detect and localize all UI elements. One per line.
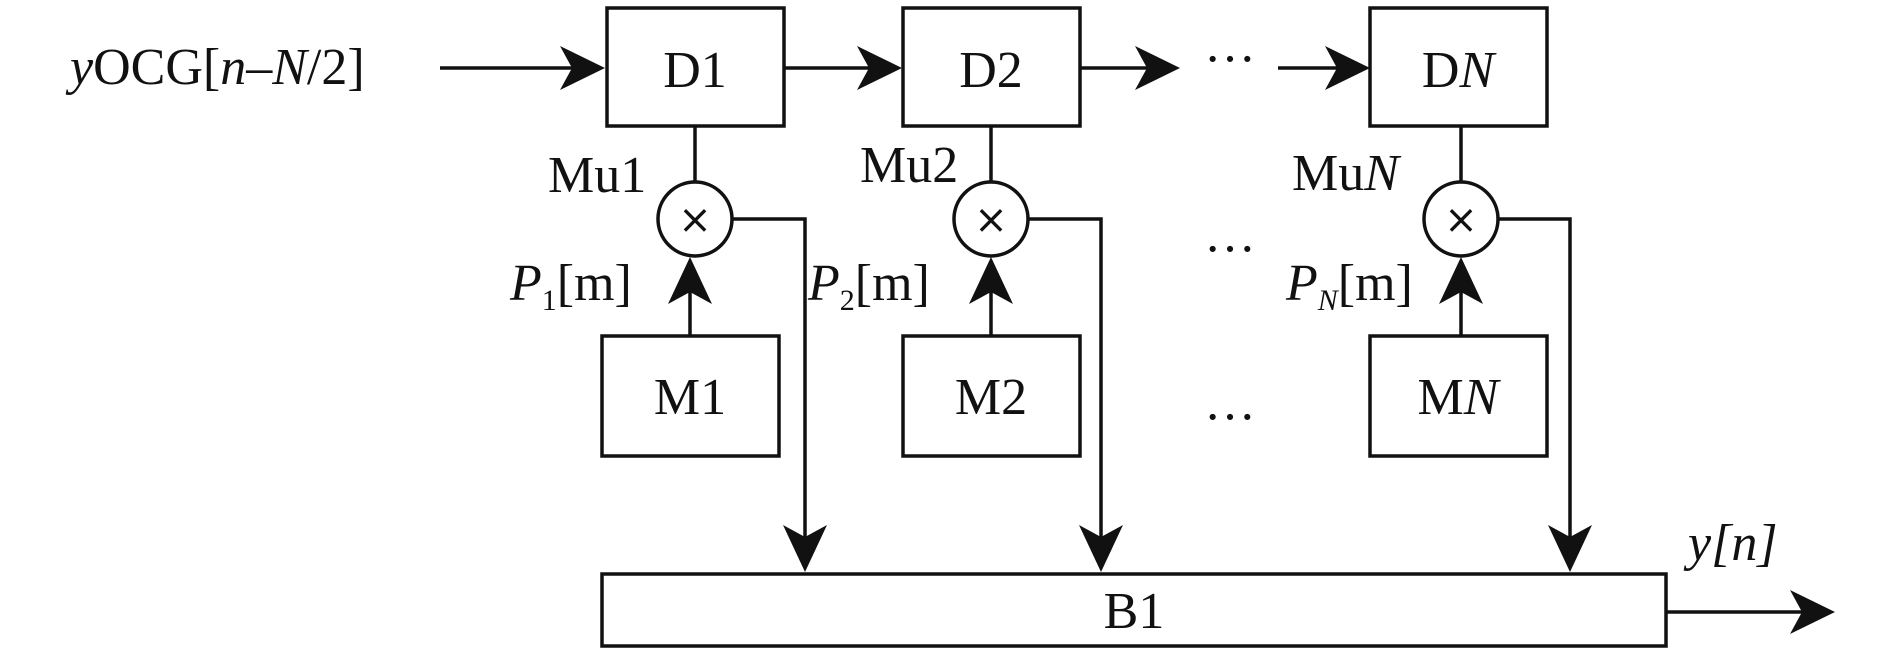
- delay-block-dn: [1368, 6, 1549, 128]
- ellipsis-bottom: ···: [1204, 389, 1256, 446]
- coefficient-label-pn: PN[m]: [1285, 255, 1413, 317]
- arrowhead-d1-d2: [857, 46, 902, 90]
- multiplier-label-mu2: Mu2: [860, 137, 958, 194]
- delay-label-d1: D1: [663, 42, 727, 99]
- multiplier-label-mu1: Mu1: [548, 147, 646, 204]
- delay-label-d2: D2: [959, 42, 1023, 99]
- multiplier-label-mun: MuN: [1292, 145, 1402, 202]
- m2-to-mu2-arrowhead: [969, 257, 1013, 304]
- memory-block-m2: [901, 334, 1082, 458]
- sum-block-label: B1: [1104, 583, 1165, 640]
- memory-block-m1: [600, 334, 781, 458]
- output-arrowhead: [1790, 590, 1835, 634]
- multiply-icon: ×: [974, 197, 1008, 243]
- mu1-to-sum: [732, 217, 807, 545]
- ellipsis-middle: ···: [1204, 221, 1256, 278]
- coefficient-label-p2: P2[m]: [807, 255, 930, 317]
- mu1-to-sum-arrowhead: [783, 525, 827, 572]
- mu2-to-sum-arrowhead: [1079, 525, 1123, 572]
- multiply-icon: ×: [1444, 197, 1478, 243]
- arrowhead-into-dn: [1325, 46, 1370, 90]
- memory-label-m2: M2: [955, 369, 1027, 426]
- memory-block-mn: [1368, 334, 1549, 458]
- memory-label-m1: M1: [654, 369, 726, 426]
- sum-block: [600, 572, 1668, 648]
- coefficient-label-p1: P1[m]: [509, 255, 632, 317]
- multiply-icon: ×: [678, 197, 712, 243]
- output-label: y[n]: [1683, 515, 1778, 572]
- memory-label-mn: MN: [1418, 369, 1502, 426]
- mn-to-mun-arrowhead: [1439, 257, 1483, 304]
- m1-to-mu1-arrowhead: [668, 257, 712, 304]
- ellipsis-top: ···: [1204, 31, 1256, 88]
- mun-to-sum: [1498, 217, 1572, 545]
- mu2-to-sum: [1028, 217, 1103, 545]
- delay-block-d2: [901, 6, 1082, 128]
- mun-to-sum-arrowhead: [1548, 525, 1592, 572]
- input-arrowhead: [560, 46, 605, 90]
- input-label: yOCG[n–N/2]: [65, 39, 365, 96]
- arrowhead-d2-out: [1135, 46, 1180, 90]
- delay-label-dn: DN: [1422, 42, 1498, 99]
